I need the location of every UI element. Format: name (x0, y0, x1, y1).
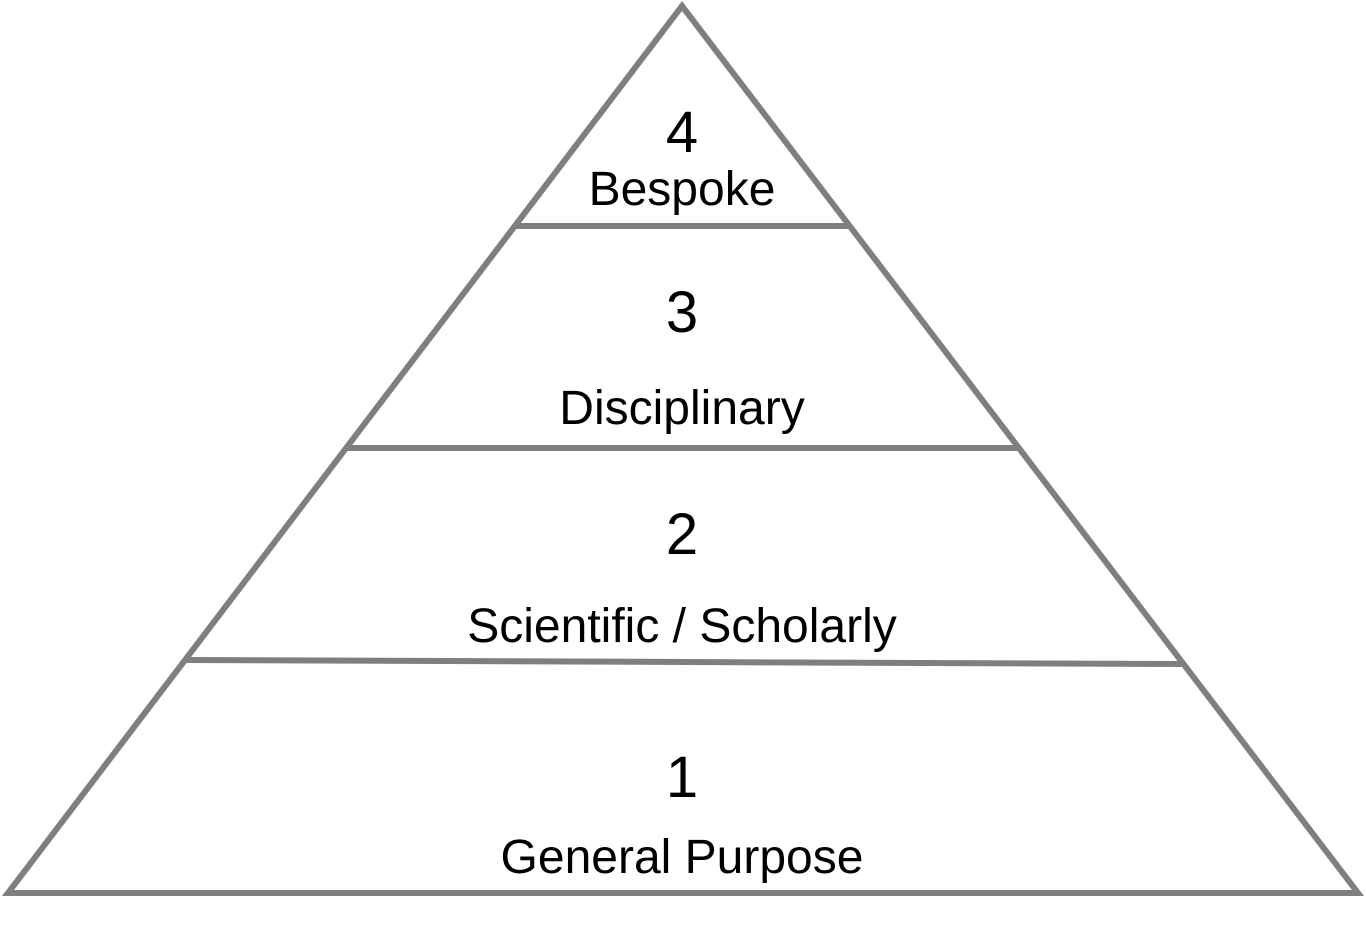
tier-1-label: General Purpose (501, 831, 864, 884)
tier-divider-2-1 (184, 657, 1183, 667)
tier-3-label: Disciplinary (559, 382, 804, 435)
tier-1: 1 General Purpose (501, 745, 864, 884)
tier-4-number: 4 (666, 100, 698, 165)
tier-4: 4 Bespoke (589, 100, 776, 216)
pyramid-outline (1, 1, 1365, 896)
tier-2-label: Scientific / Scholarly (467, 600, 897, 653)
tier-3: 3 Disciplinary (559, 280, 804, 435)
tier-1-number: 1 (666, 745, 698, 810)
tier-3-number: 3 (666, 280, 698, 345)
tier-2: 2 Scientific / Scholarly (467, 502, 897, 653)
tier-2-number: 2 (666, 502, 698, 567)
tier-4-label: Bespoke (589, 163, 776, 216)
